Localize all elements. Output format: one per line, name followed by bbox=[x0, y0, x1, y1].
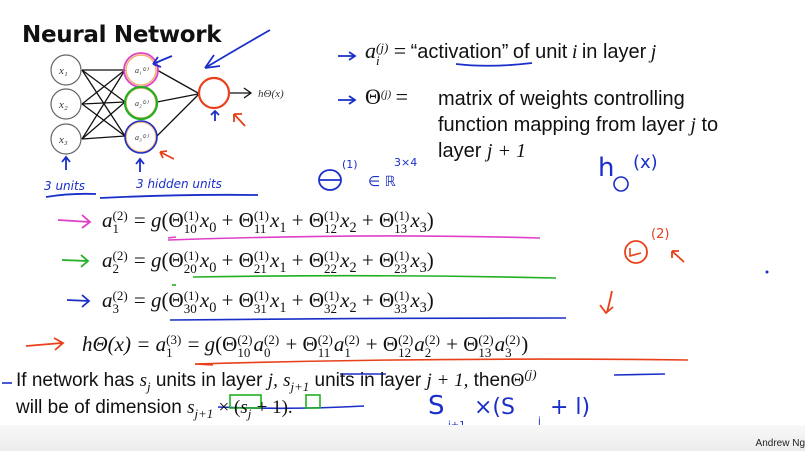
rule-line-2: will be of dimension sj+1 × (sj + 1). bbox=[16, 397, 293, 421]
svg-text:(2): (2) bbox=[651, 227, 669, 242]
svg-text:a₂⁽²⁾: a₂⁽²⁾ bbox=[135, 99, 149, 108]
svg-text:x₂: x₂ bbox=[58, 99, 68, 111]
svg-text:∈ ℝ: ∈ ℝ bbox=[368, 174, 397, 190]
svg-text:j: j bbox=[537, 416, 541, 427]
svg-text:(1): (1) bbox=[342, 158, 358, 171]
hidden-nodes bbox=[123, 52, 159, 154]
output-node bbox=[197, 76, 231, 110]
definition-theta: Θ(j) = bbox=[365, 84, 409, 109]
svg-text:(x): (x) bbox=[633, 152, 658, 173]
slide-title: Neural Network bbox=[22, 22, 222, 48]
annot-3-units: 3 units bbox=[44, 179, 85, 193]
svg-text:hΘ(x): hΘ(x) bbox=[258, 88, 284, 100]
svg-text:3×4: 3×4 bbox=[394, 156, 417, 169]
svg-text:h: h bbox=[598, 153, 614, 183]
svg-text:S: S bbox=[428, 391, 445, 421]
svg-text:x₃: x₃ bbox=[58, 134, 68, 146]
input-hidden-connections bbox=[81, 69, 253, 140]
annot-3-hidden-units: 3 hidden units bbox=[136, 177, 222, 191]
svg-text:a₃⁽²⁾: a₃⁽²⁾ bbox=[135, 133, 149, 142]
svg-text:a₁⁽²⁾: a₁⁽²⁾ bbox=[135, 66, 149, 75]
svg-text:×(S: ×(S bbox=[474, 395, 515, 420]
definition-activation: a(j)i = “activation” of unit i in layer … bbox=[365, 38, 657, 68]
bottom-bar bbox=[0, 425, 805, 451]
svg-text:+ l): + l) bbox=[550, 395, 590, 420]
svg-text:x₁: x₁ bbox=[58, 65, 68, 77]
definition-theta-text: matrix of weights controlling function m… bbox=[438, 88, 719, 162]
input-nodes bbox=[50, 54, 82, 155]
rule-line-1: If network has sj units in layer j, sj+1… bbox=[16, 366, 537, 394]
credit-label: Andrew Ng bbox=[755, 438, 805, 449]
